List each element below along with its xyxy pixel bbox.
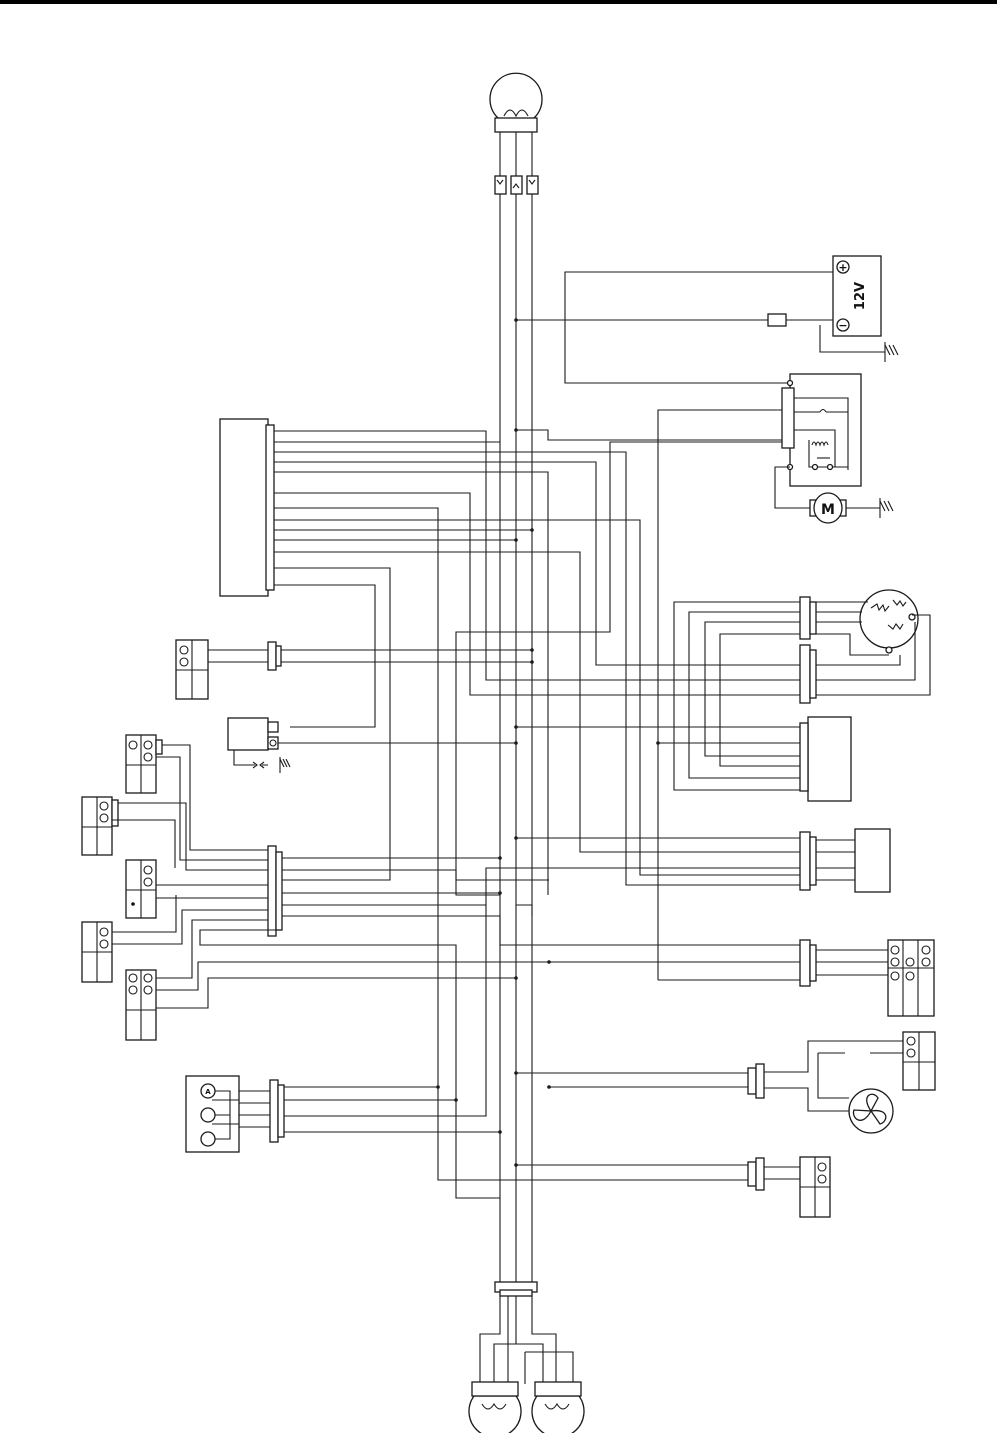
ignition-unit — [800, 829, 890, 892]
right-switch — [800, 940, 934, 1016]
rectifier: A — [186, 1076, 284, 1152]
battery: + − 12V — [833, 256, 881, 336]
left-connector-d — [82, 922, 112, 982]
fan-connector — [748, 1064, 764, 1098]
left-connector-c — [126, 860, 156, 918]
left-connector-a — [126, 735, 162, 793]
main-switch — [220, 419, 274, 596]
rectifier-lead-label: A — [205, 1088, 211, 1096]
tail-light-right — [532, 1382, 584, 1433]
starter-motor: M — [810, 493, 846, 523]
central-connector — [268, 846, 282, 936]
battery-fuse-connector — [768, 314, 786, 326]
starter-relay — [782, 374, 861, 486]
battery-positive-label: + — [838, 261, 847, 274]
ground-icon — [880, 498, 893, 518]
left-connector-b — [82, 797, 118, 855]
starter-motor-label: M — [821, 502, 835, 518]
rear-connector — [748, 1157, 830, 1217]
header-rule — [0, 0, 997, 4]
ground-icon — [280, 757, 290, 773]
relay-unit — [228, 718, 516, 768]
left-connector-e — [126, 970, 156, 1040]
left-switch-1 — [176, 640, 281, 699]
tail-light-left — [469, 1382, 521, 1433]
cdi-unit — [800, 717, 851, 801]
headlight-connector-c — [527, 176, 538, 194]
battery-voltage-label: 12V — [853, 282, 868, 310]
battery-negative-label: − — [838, 319, 847, 332]
fan-icon — [849, 1089, 893, 1133]
thermo-switch — [903, 1032, 935, 1090]
main-harness — [500, 130, 532, 1290]
headlight-connector-a — [495, 176, 506, 194]
ground-icon — [885, 342, 898, 362]
generator — [800, 590, 918, 703]
tail-connector — [495, 1282, 537, 1296]
